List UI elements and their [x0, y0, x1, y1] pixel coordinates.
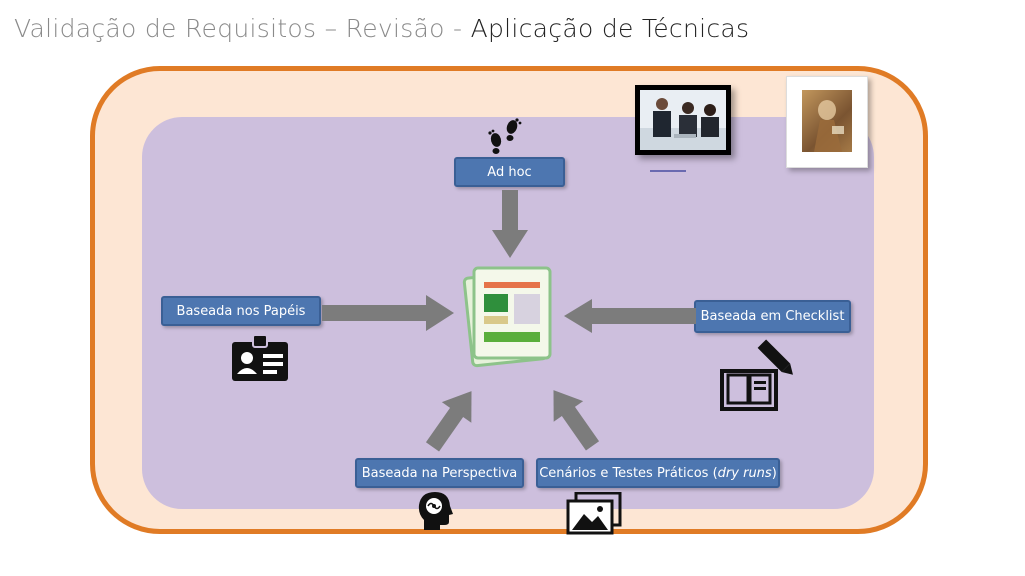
arrow-right — [564, 299, 696, 333]
technique-adhoc-box: Ad hoc — [454, 157, 565, 187]
cenarios-prefix: Cenários e Testes Práticos ( — [539, 465, 718, 481]
arrow-left — [322, 295, 454, 331]
cenarios-suffix: ) — [771, 465, 777, 481]
title-prefix: Validação de Requisitos – Revisão - — [14, 14, 471, 43]
page-title: Validação de Requisitos – Revisão - Apli… — [14, 14, 749, 43]
technique-papeis-label: Baseada nos Papéis — [176, 303, 306, 319]
photo-caption-line — [650, 170, 686, 172]
title-main: Aplicação de Técnicas — [470, 14, 750, 43]
technique-checklist-label: Baseada em Checklist — [700, 309, 845, 324]
technique-checklist-box: Baseada em Checklist — [694, 300, 851, 333]
head-brain-icon — [416, 490, 454, 532]
technique-cenarios-box: Cenários e Testes Práticos (dry runs) — [536, 458, 780, 488]
technique-cenarios-label: Cenários e Testes Práticos (dry runs) — [539, 466, 777, 481]
technique-perspectiva-box: Baseada na Perspectiva — [355, 458, 524, 488]
arrow-top — [492, 190, 528, 258]
id-card-icon — [231, 334, 289, 382]
cenarios-italic: dry runs — [717, 465, 772, 481]
technique-papeis-box: Baseada nos Papéis — [161, 296, 321, 326]
technique-adhoc-label: Ad hoc — [487, 164, 532, 180]
meeting-photo — [635, 85, 731, 155]
footprints-icon — [486, 118, 522, 156]
arrow-bottom-right — [553, 390, 600, 451]
painting-photo — [786, 76, 868, 168]
arrow-bottom-left — [425, 391, 472, 452]
document-icon — [462, 262, 557, 368]
pictures-icon — [566, 491, 622, 536]
technique-perspectiva-label: Baseada na Perspectiva — [361, 465, 518, 481]
book-pencil-icon — [720, 335, 796, 411]
